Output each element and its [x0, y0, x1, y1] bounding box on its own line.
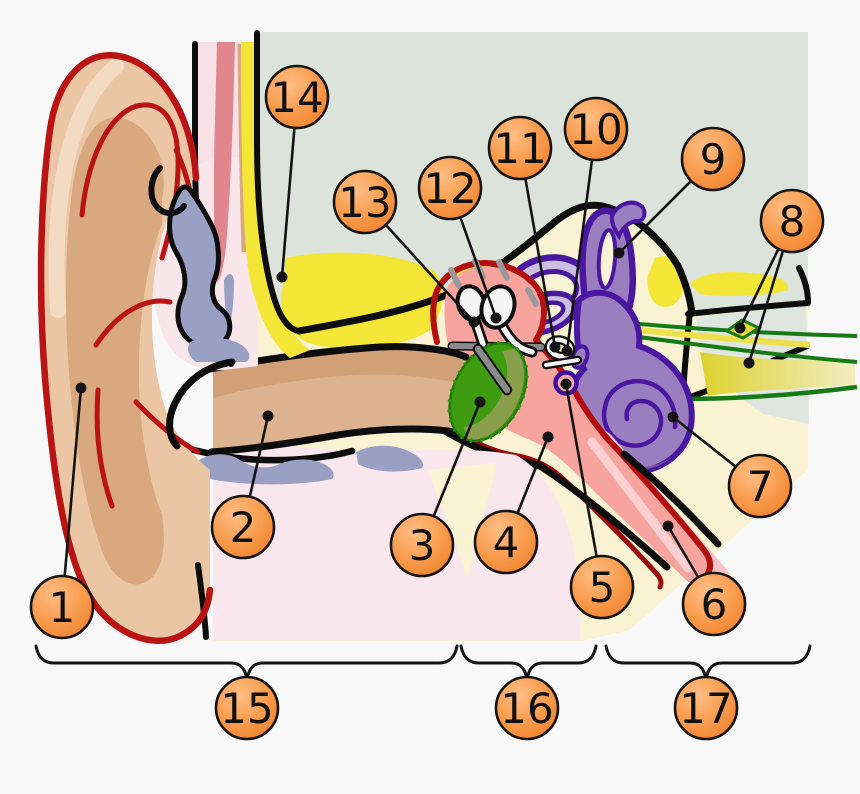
- label-group-6: 6: [662, 520, 747, 637]
- label-group-4: 4: [473, 431, 554, 575]
- brace-17: [604, 644, 812, 680]
- label-number-7: 7: [747, 462, 774, 511]
- label-circle-14: [264, 64, 330, 130]
- pinna-outline: [37, 52, 214, 644]
- label-group-7: 7: [667, 411, 793, 519]
- label-circle-15: [214, 675, 280, 741]
- label-group-2: 2: [210, 410, 276, 560]
- leader-line-10: [565, 128, 598, 352]
- label-circle-17: [673, 675, 739, 741]
- label-group-5: 5: [560, 378, 635, 620]
- leader-dot-3: [474, 396, 486, 408]
- label-circle-6: [681, 571, 747, 637]
- label-number-5: 5: [589, 563, 616, 612]
- brace-group-16: 16: [459, 644, 598, 741]
- label-group-13: 13: [332, 169, 480, 328]
- leader-dot-8: [743, 357, 755, 369]
- label-circle-4: [473, 509, 539, 575]
- label-circle-12: [417, 155, 483, 221]
- cochlea-spiral: [601, 379, 678, 448]
- leader-dot-2: [262, 410, 274, 422]
- label-circle-7: [727, 453, 793, 519]
- label-number-2: 2: [230, 503, 257, 552]
- skull-base-outline: [295, 201, 696, 335]
- leader-line-11: [518, 147, 557, 348]
- label-number-16: 16: [500, 684, 553, 733]
- leader-dot-10: [561, 345, 573, 357]
- leader-dot-6: [662, 520, 674, 532]
- label-group-1: 1: [29, 382, 95, 640]
- cranial-cavity-region: [257, 32, 808, 331]
- bone-stripe: [241, 42, 310, 358]
- brace-group-15: 15: [34, 644, 459, 741]
- label-circle-3: [389, 512, 455, 578]
- leader-dot-8: [734, 322, 746, 334]
- label-number-15: 15: [220, 684, 273, 733]
- leader-dot-5: [560, 378, 572, 390]
- bone-wedge: [428, 463, 497, 578]
- brace-group-17: 17: [604, 644, 812, 741]
- label-circle-1: [29, 574, 95, 640]
- label-number-6: 6: [701, 580, 728, 629]
- label-group-14: 14: [264, 64, 330, 283]
- label-circle-2: [210, 494, 276, 560]
- label-group-12: 12: [417, 155, 502, 324]
- leader-dot-4: [542, 431, 554, 443]
- brace-16: [459, 644, 598, 680]
- leader-dot-14: [276, 271, 288, 283]
- label-group-8: 8: [734, 188, 825, 369]
- muscle-stripe: [213, 42, 235, 283]
- pinna: [37, 52, 250, 644]
- label-number-10: 10: [569, 105, 622, 154]
- leader-dot-9: [613, 247, 625, 259]
- label-circle-5: [569, 554, 635, 620]
- label-number-14: 14: [270, 73, 323, 122]
- ear-cartilage: [148, 165, 250, 362]
- label-number-4: 4: [493, 518, 520, 567]
- label-circle-8: [759, 188, 825, 254]
- label-circle-9: [680, 126, 746, 192]
- label-group-10: 10: [561, 96, 629, 357]
- leader-dot-12: [490, 312, 502, 324]
- leader-dot-11: [549, 341, 561, 353]
- malleus-handle: [472, 343, 513, 396]
- label-number-11: 11: [493, 124, 546, 173]
- canal-cartilage: [196, 445, 424, 485]
- label-number-12: 12: [423, 164, 476, 213]
- label-number-8: 8: [779, 197, 806, 246]
- leader-line-1: [60, 387, 83, 608]
- label-circle-13: [332, 169, 398, 235]
- label-number-13: 13: [338, 178, 391, 227]
- label-number-3: 3: [409, 521, 436, 570]
- label-number-17: 17: [679, 684, 732, 733]
- label-circle-11: [487, 115, 553, 181]
- label-number-1: 1: [49, 583, 76, 632]
- leader-dot-13: [468, 316, 480, 328]
- label-circle-10: [563, 96, 629, 162]
- leader-dot-1: [75, 382, 87, 394]
- label-group-9: 9: [613, 126, 746, 259]
- label-circle-16: [494, 675, 560, 741]
- leader-dot-7: [667, 411, 679, 423]
- label-group-3: 3: [389, 396, 486, 578]
- label-group-11: 11: [487, 115, 561, 353]
- brace-15: [34, 644, 459, 680]
- label-number-9: 9: [700, 135, 727, 184]
- leader-line-5: [564, 383, 604, 588]
- endolymphatic-sac: [609, 200, 647, 241]
